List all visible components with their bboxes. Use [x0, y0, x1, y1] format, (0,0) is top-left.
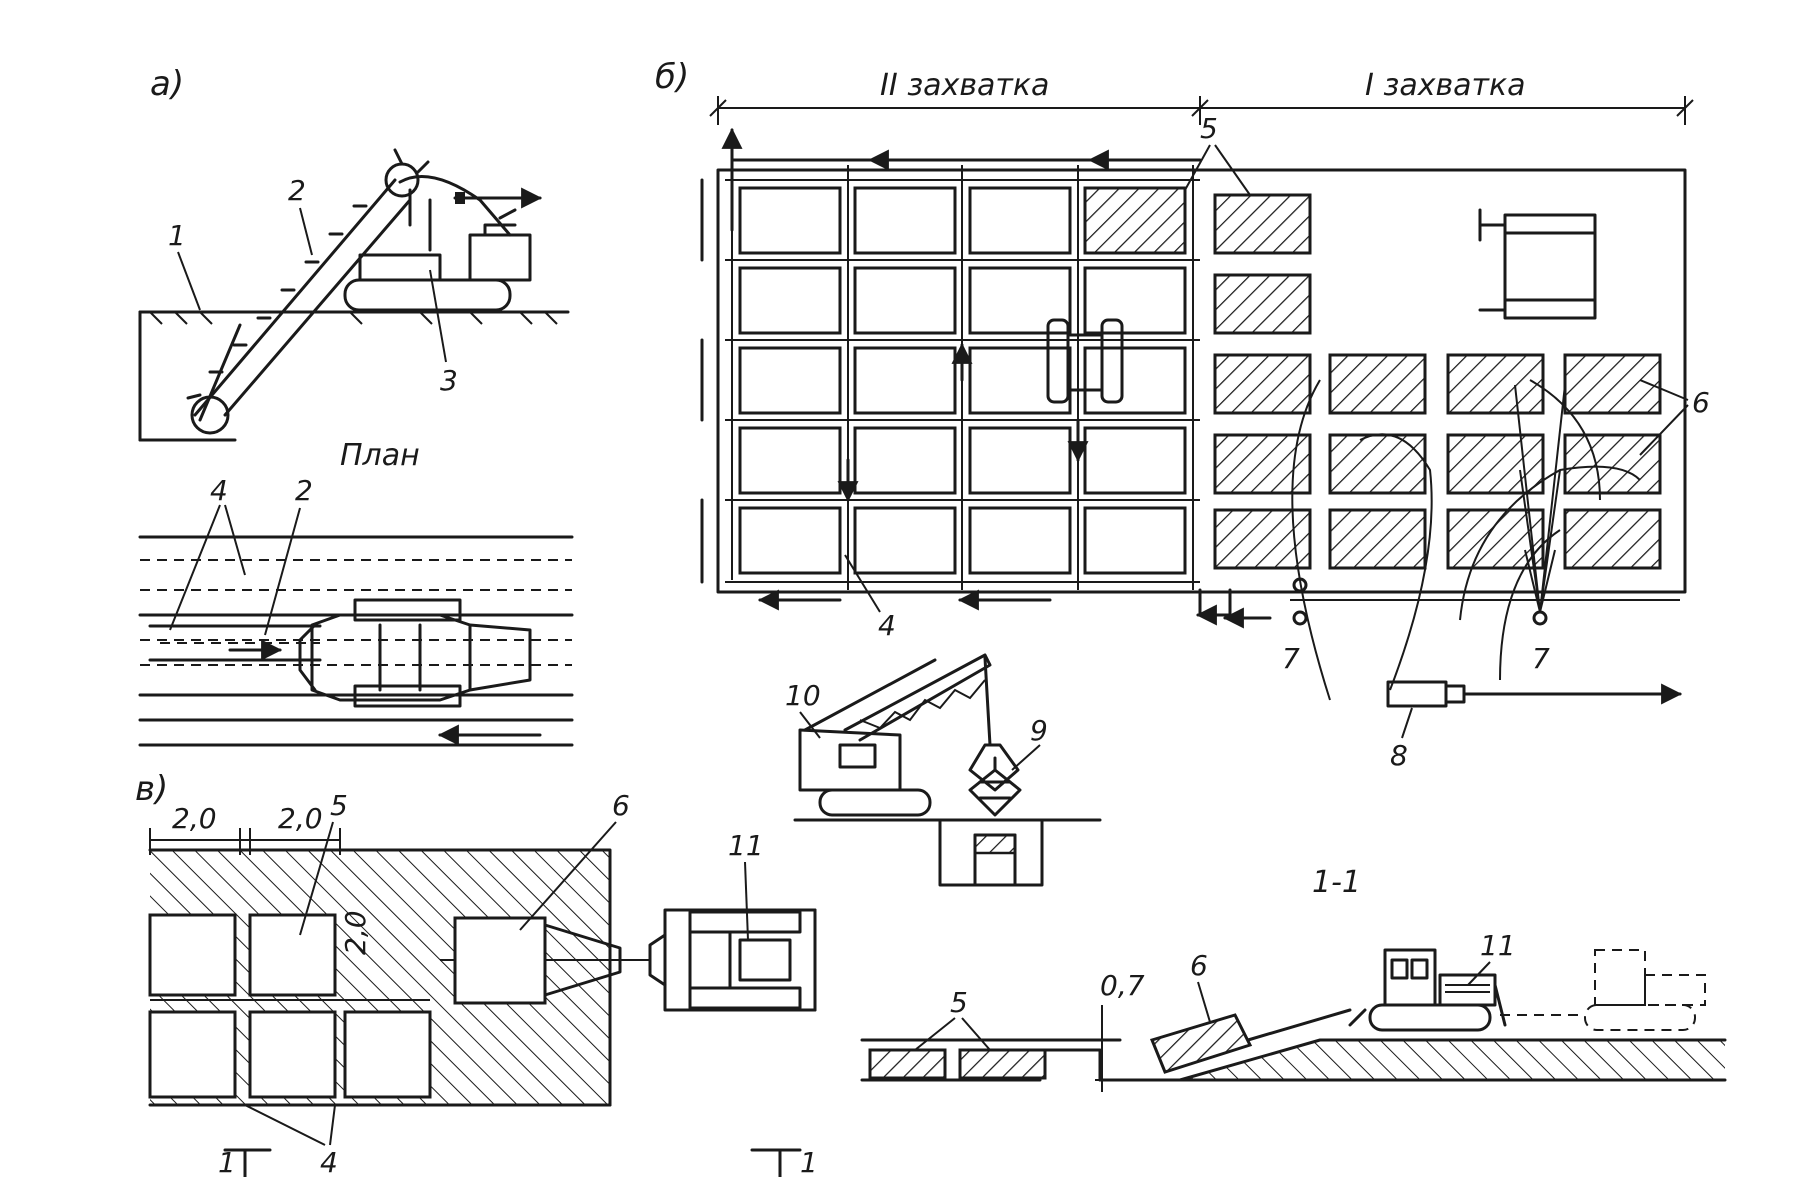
- callout-5-section: 5: [950, 986, 968, 1019]
- bulldozer-ghost-section: [1500, 949, 1706, 1031]
- leader-2-a: [299, 207, 313, 256]
- callout-5-b: 5: [1200, 112, 1218, 145]
- leader-6-section: [1197, 981, 1211, 1023]
- callout-7-left: 7: [1282, 642, 1300, 675]
- callout-6-section: 6: [1190, 949, 1208, 982]
- panel-b: б) II захватка I захватка: [655, 57, 1710, 772]
- callout-5-v: 5: [330, 789, 348, 822]
- callout-4-plan: 4: [210, 474, 228, 507]
- trencher-boom: [186, 148, 430, 435]
- excavator-plan-zone1: [1478, 208, 1597, 320]
- zone-1-blocks: [1213, 193, 1662, 570]
- trencher-tractor: [343, 208, 532, 312]
- dim-width-2: 2,0: [278, 802, 323, 835]
- crane-10: 10 9: [785, 653, 1102, 887]
- bulldozer-11-plan: [648, 908, 817, 1012]
- leader-11-section: [1467, 961, 1491, 986]
- section-1-1: 1-1 0,7 5: [860, 865, 1727, 1092]
- panel-v-label: в): [135, 769, 168, 809]
- callout-11-section: 11: [1480, 929, 1516, 962]
- transport-vehicle-8: [1386, 680, 1683, 708]
- callout-10: 10: [785, 679, 821, 712]
- zone-1-label: I захватка: [1365, 68, 1526, 103]
- callout-6-v: 6: [612, 789, 630, 822]
- leader-4-b: [844, 554, 881, 613]
- section-mark-left-num: 1: [218, 1146, 236, 1177]
- leader-9: [1011, 744, 1041, 771]
- panel-a: а): [138, 64, 570, 442]
- leader-4-v: [244, 1104, 336, 1146]
- trencher-frame-struts: [408, 188, 432, 252]
- dim-height: 2,0: [339, 910, 372, 955]
- panel-b-label: б): [655, 57, 689, 97]
- leader-2-plan: [264, 507, 301, 636]
- zone-2-label: II захватка: [880, 68, 1049, 103]
- callout-1: 1: [168, 219, 186, 252]
- flow-turn: [1198, 588, 1232, 617]
- leader-6-b: [1639, 379, 1689, 456]
- callout-4-v: 4: [320, 1146, 338, 1177]
- callout-4-b: 4: [878, 609, 896, 642]
- leader-3: [429, 269, 447, 363]
- leader-11-plan: [744, 861, 749, 941]
- leader-6-v: [519, 821, 617, 931]
- callout-8: 8: [1390, 739, 1408, 772]
- plan-view: План 4 2: [138, 438, 574, 747]
- leader-5-v: [299, 821, 334, 936]
- leader-4-plan: [169, 504, 246, 631]
- plan-title: План: [340, 438, 420, 473]
- section-mark-left: [223, 1148, 272, 1177]
- tractor-plan-zone2: [1046, 318, 1124, 404]
- callout-7-right: 7: [1532, 642, 1550, 675]
- leader-5-b: [1184, 144, 1251, 196]
- block-6-section: [1149, 1013, 1253, 1074]
- section-mark-right: [750, 1148, 802, 1177]
- ground-profile-a: [138, 310, 570, 442]
- arrow-tail-a: [455, 192, 465, 204]
- leader-1: [177, 251, 201, 311]
- callout-6-b: 6: [1692, 386, 1710, 419]
- panel-v: в) 2,0 2,0 2,0 5 6: [135, 769, 818, 1177]
- trencher-plan-tractor: [298, 598, 532, 708]
- callout-2-a: 2: [288, 174, 306, 207]
- leader-5-section: [914, 1017, 991, 1051]
- leader-8: [1401, 707, 1413, 739]
- section-mark-right-num: 1: [800, 1146, 818, 1177]
- bulldozer-11-section: [1348, 948, 1507, 1032]
- dim-depth: 0,7: [1100, 969, 1145, 1002]
- site-boundary: [716, 168, 1687, 594]
- section-title: 1-1: [1312, 865, 1361, 900]
- block-6-plan: [453, 916, 547, 1005]
- dim-width-1: 2,0: [172, 802, 217, 835]
- callout-2-plan: 2: [295, 474, 313, 507]
- leader-10: [799, 711, 821, 739]
- callout-11-plan: 11: [728, 829, 764, 862]
- callout-9: 9: [1030, 714, 1048, 747]
- panel-a-label: а): [150, 64, 184, 104]
- callout-3: 3: [440, 364, 458, 397]
- zone-2-grid: [700, 165, 1200, 590]
- crane-stations: [1222, 379, 1680, 701]
